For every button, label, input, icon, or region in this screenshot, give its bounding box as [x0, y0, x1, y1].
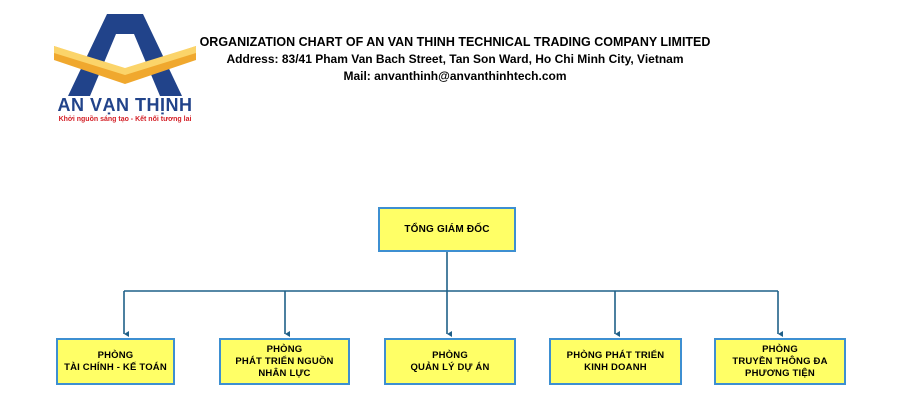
- org-node-phong-tai-chinh-ke-toan[interactable]: PHÒNG TÀI CHÍNH - KẾ TOÁN: [56, 338, 175, 385]
- org-node-tong-giam-doc[interactable]: TỔNG GIÁM ĐỐC: [378, 207, 516, 252]
- logo-tagline: Khởi nguồn sáng tạo - Kết nối tương lai: [58, 116, 192, 123]
- org-node-label: PHÒNG PHÁT TRIỂN KINH DOANH: [566, 349, 665, 373]
- org-node-phong-phat-trien-kinh-doanh[interactable]: PHÒNG PHÁT TRIỂN KINH DOANH: [549, 338, 682, 385]
- org-node-label: TỔNG GIÁM ĐỐC: [404, 223, 490, 235]
- logo-company-name: AN VẠN THỊNH: [57, 95, 193, 115]
- company-mail: Mail: anvanthinh@anvanthinhtech.com: [343, 69, 567, 83]
- org-node-phong-phat-trien-nguon-nhan-luc[interactable]: PHÒNG PHÁT TRIỂN NGUỒN NHÂN LỰC: [219, 338, 350, 385]
- org-node-label: PHÒNG TRUYỀN THÔNG ĐA PHƯƠNG TIỆN: [732, 343, 828, 379]
- org-node-phong-quan-ly-du-an[interactable]: PHÒNG QUẢN LÝ DỰ ÁN: [384, 338, 516, 385]
- document-header: AN VẠN THỊNH Khởi nguồn sáng tạo - Kết n…: [0, 0, 897, 140]
- org-node-phong-truyen-thong-da-phuong-tien[interactable]: PHÒNG TRUYỀN THÔNG ĐA PHƯƠNG TIỆN: [714, 338, 846, 385]
- letter-a-chevron-logo-icon: [54, 14, 196, 96]
- page-title: ORGANIZATION CHART OF AN VAN THINH TECHN…: [199, 35, 711, 49]
- company-logo: AN VẠN THỊNH Khởi nguồn sáng tạo - Kết n…: [40, 8, 210, 130]
- org-node-label: PHÒNG PHÁT TRIỂN NGUỒN NHÂN LỰC: [235, 343, 334, 379]
- company-address: Address: 83/41 Pham Van Bach Street, Tan…: [226, 52, 684, 66]
- org-node-label: PHÒNG TÀI CHÍNH - KẾ TOÁN: [64, 349, 167, 373]
- org-node-label: PHÒNG QUẢN LÝ DỰ ÁN: [410, 349, 490, 373]
- header-text-block: ORGANIZATION CHART OF AN VAN THINH TECHN…: [190, 34, 720, 85]
